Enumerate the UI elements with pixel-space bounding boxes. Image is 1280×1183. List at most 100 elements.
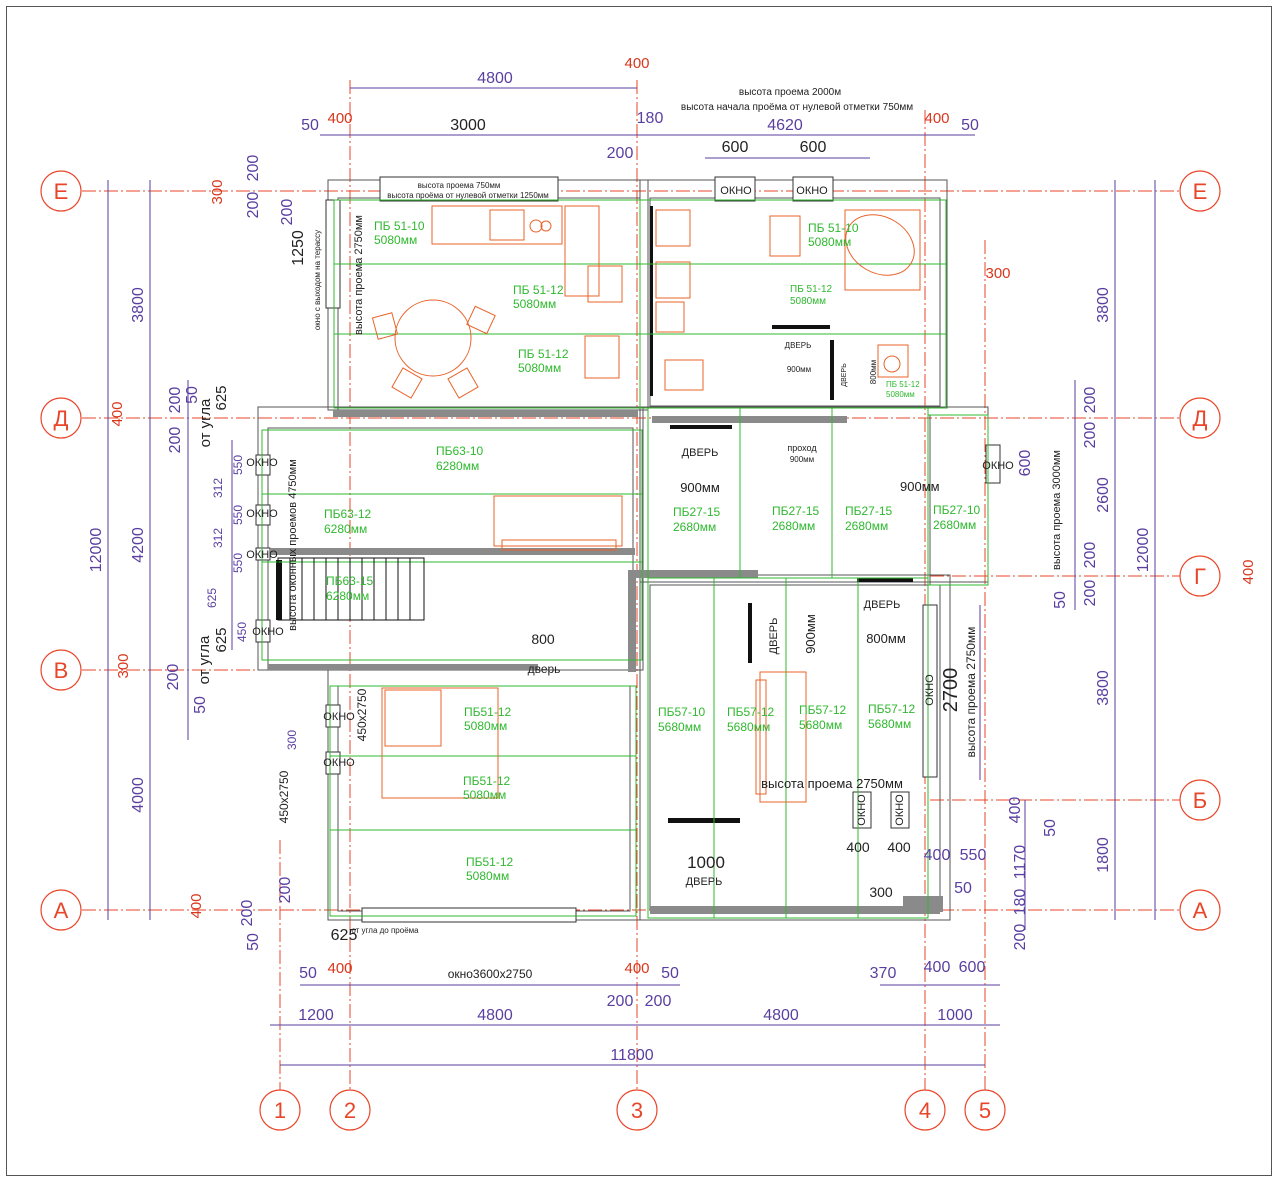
axis-bubbles: [40, 170, 1221, 1131]
plan-label: 200: [167, 387, 184, 414]
plan-label: 3800: [1095, 670, 1112, 706]
plan-label: от угла до проёма: [351, 926, 419, 935]
plan-label: 300: [285, 730, 299, 750]
plan-label: 5680мм: [658, 720, 701, 734]
plan-label: 312: [211, 528, 225, 548]
plan-label: высота проема 2000м: [739, 87, 841, 98]
plan-label: 5: [979, 1098, 991, 1123]
plan-label: 6280мм: [324, 522, 367, 536]
axis-bubble-G-right: [1179, 555, 1221, 597]
dim-texts-right: 3800 2600 3800 1800 12000 200 200 200 20…: [290, 230, 1152, 950]
plan-label: 1000: [687, 853, 725, 872]
plan-label: 800мм: [866, 631, 906, 646]
plan-label: высота проема 3000мм: [1051, 450, 1063, 570]
plan-label: ОКНО: [246, 457, 278, 469]
plan-label: 625: [213, 627, 230, 652]
axis-bubble-A: [40, 889, 82, 931]
plan-label: 5080мм: [886, 390, 915, 399]
plan-label: 5680мм: [727, 720, 770, 734]
frames: [276, 206, 913, 823]
dim-texts-bottom: 1200 4800 4800 1000 11800 50 50 200 200 …: [298, 927, 985, 1064]
plan-label: ДВЕРЬ: [682, 447, 719, 459]
plan-label: 12000: [1135, 528, 1152, 573]
plan-label: ПБ27-10: [933, 503, 981, 517]
plan-label: 550: [231, 505, 245, 525]
plan-label: 50: [961, 117, 979, 134]
plan-label: 4800: [477, 70, 513, 87]
plan-label: 11800: [610, 1047, 653, 1064]
plan-label: 3800: [130, 287, 147, 323]
furniture: [371, 205, 921, 803]
axis-bubble-A-right: [1179, 889, 1221, 931]
plan-label: ПБ 51-10: [374, 219, 425, 233]
plan-label: ПБ57-10: [658, 705, 706, 719]
axis-bubble-3: [616, 1089, 658, 1131]
plan-label: 5080мм: [463, 788, 506, 802]
plan-label: 400: [1007, 797, 1024, 824]
plan-label: 4800: [477, 1007, 513, 1024]
plan-label: 5680мм: [868, 717, 911, 731]
axis-bubble-2: [329, 1089, 371, 1131]
plan-label: 312: [211, 478, 225, 498]
plan-label: 50: [299, 965, 317, 982]
plan-label: дверь: [528, 662, 561, 676]
plan-label: 6280мм: [326, 589, 369, 603]
plan-label: 200: [239, 900, 256, 927]
plan-label: 900мм: [790, 455, 814, 464]
plan-label: 900мм: [803, 614, 818, 654]
plan-label: 200: [1082, 387, 1099, 414]
plan-label: 5080мм: [790, 296, 826, 307]
plan-label: 400: [624, 960, 649, 977]
plan-label: 4000: [130, 777, 147, 813]
axis-labels: Е Д В А Е Д Г Б А 1 2 3 4 5: [54, 179, 1208, 1123]
axis-bubble-E: [40, 170, 82, 212]
plan-label: 5080мм: [808, 235, 851, 249]
axis-bubble-V: [40, 649, 82, 691]
plan-label: Д: [1193, 406, 1208, 431]
dimension-lines: [107, 87, 1156, 1066]
plan-label: ОКНО: [924, 674, 936, 706]
plan-label: 400: [327, 110, 352, 127]
axis-bubble-1: [259, 1089, 301, 1131]
axis-bubble-4: [904, 1089, 946, 1131]
plan-label: ПБ63-12: [324, 507, 372, 521]
plan-label: 625: [205, 588, 219, 608]
plan-label: ПБ27-15: [673, 505, 721, 519]
opening-labels: ОКНО ОКНО ОКНО ОКНО ОКНО ОКНО ОКНО ОКНО …: [246, 185, 1014, 888]
plan-label: 400: [327, 960, 352, 977]
plan-label: ПБ57-12: [799, 703, 847, 717]
plan-label: 450: [235, 622, 249, 642]
plan-label: высота проема 2750мм: [353, 215, 365, 335]
plan-label: 50: [184, 386, 201, 404]
plan-label: 550: [231, 553, 245, 573]
plan-label: 800: [531, 631, 555, 647]
plan-label: 5080мм: [374, 233, 417, 247]
staircase: [277, 557, 425, 621]
plan-label: ОКНО: [982, 460, 1014, 472]
plan-label: 450х2750: [277, 770, 291, 823]
plan-label: 4200: [130, 527, 147, 563]
plan-label: ОКНО: [323, 757, 355, 769]
plan-label: 200: [1082, 422, 1099, 449]
plan-label: А: [54, 898, 69, 923]
plan-label: 900мм: [900, 479, 940, 494]
plan-label: 2680мм: [933, 518, 976, 532]
plan-label: 200: [167, 427, 184, 454]
plan-label: 50: [192, 696, 209, 714]
plan-label: 4800: [763, 1007, 799, 1024]
plan-label: ПБ57-12: [727, 705, 775, 719]
plan-label: 2680мм: [772, 519, 815, 533]
plan-label: ОКНО: [246, 508, 278, 520]
plan-label: ПБ57-12: [868, 702, 916, 716]
dim-texts-top-red: 400 400 400 300 300 400 300 400 400 400 …: [109, 55, 1257, 977]
plan-label: 2680мм: [673, 520, 716, 534]
plan-label: Г: [1194, 564, 1206, 589]
dim-texts-top: 4800 3000 4620 50 50 180 200 600 600: [301, 70, 979, 162]
plan-label: 6280мм: [436, 459, 479, 473]
plan-label: 200: [165, 664, 182, 691]
axis-bubble-B-right: [1179, 779, 1221, 821]
plan-label: 2: [344, 1098, 356, 1123]
plan-label: ПБ63-15: [326, 574, 374, 588]
plan-label: 50: [661, 965, 679, 982]
